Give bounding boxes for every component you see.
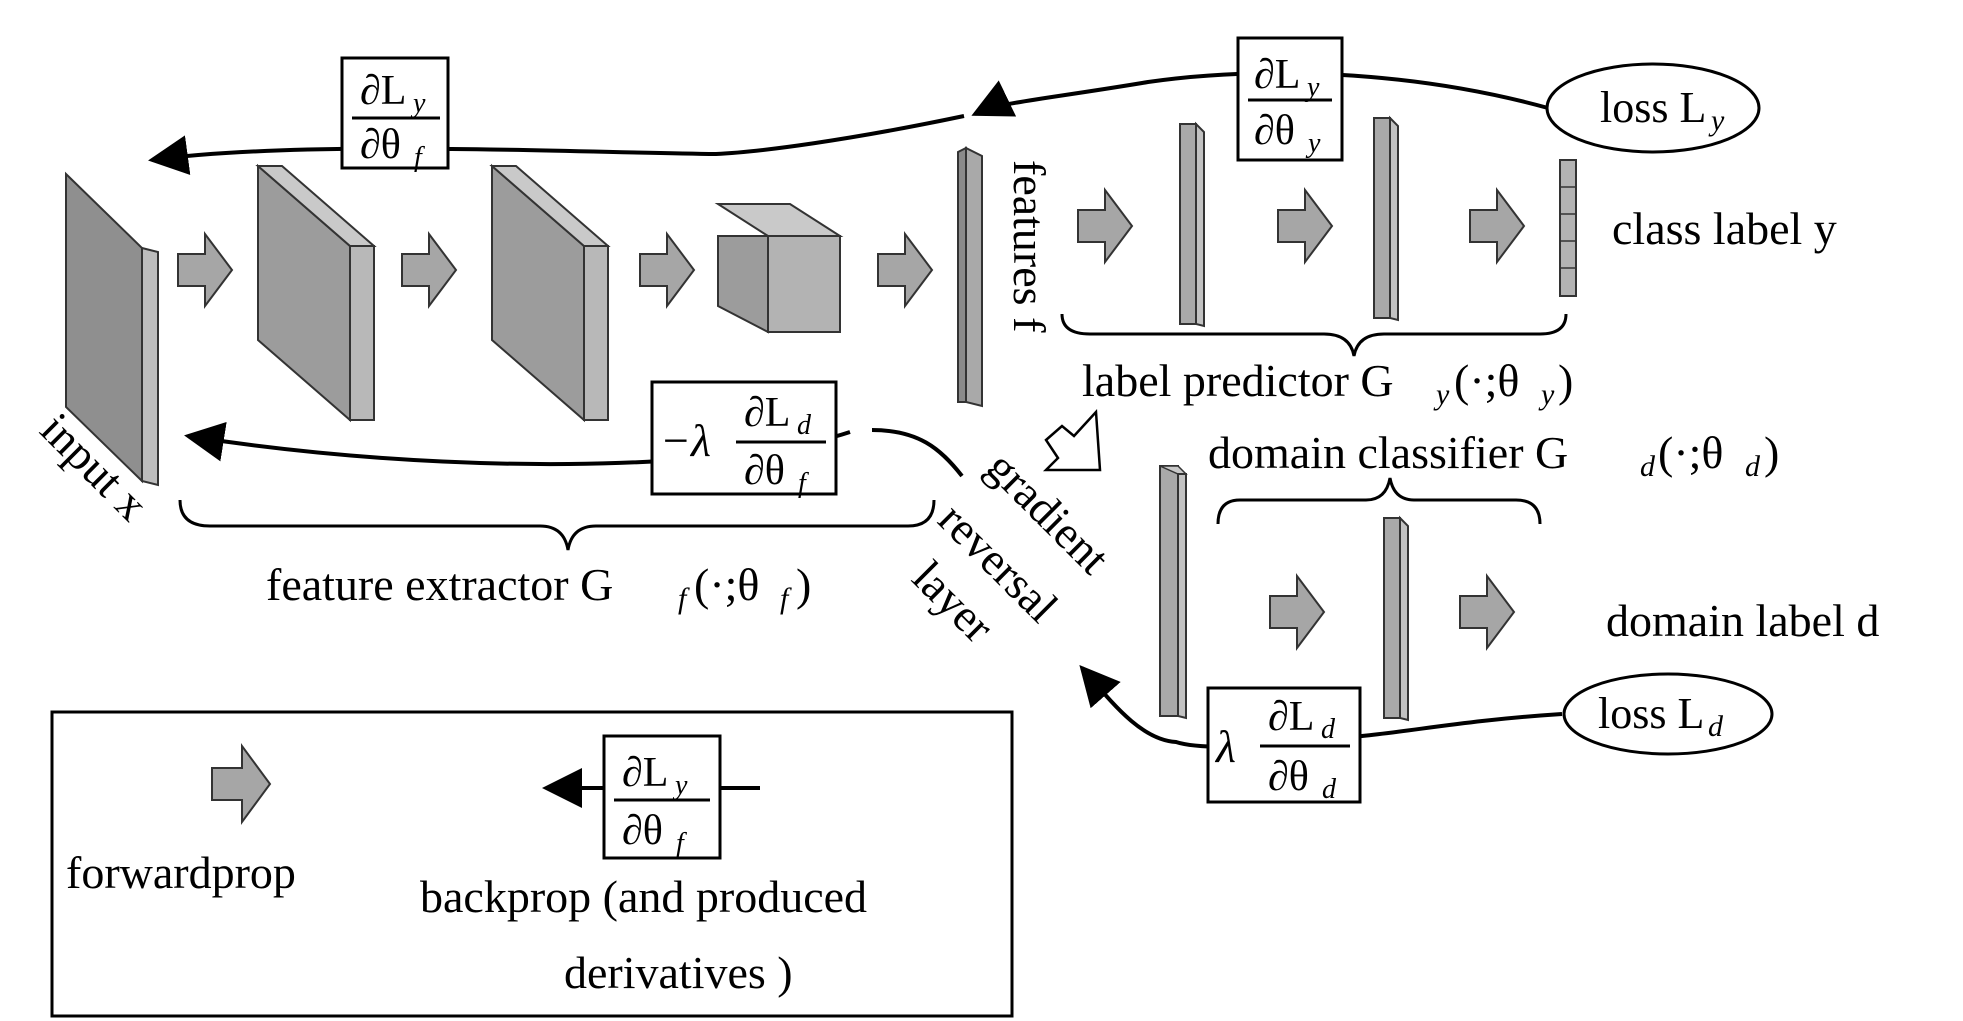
loss-y-subscript: y (1708, 104, 1725, 137)
numerator-subscript: y (410, 88, 426, 119)
domain-classifier-title: domain classifier G d (·;θ d ) (1208, 427, 1779, 483)
denominator-subscript: f (414, 142, 425, 173)
denominator-subscript: f (798, 468, 809, 499)
forward-arrow (1459, 573, 1516, 651)
derivative-box-neg-lambda-dLd-dthetaf: −λ ∂L d ∂θ f (650, 380, 838, 499)
label-predictor-args: (·;θ (1454, 355, 1519, 406)
forward-arrow (401, 231, 458, 309)
denominator-subscript: d (1322, 774, 1337, 805)
feature-extractor-title: feature extractor G f (·;θ f ) (266, 559, 811, 615)
loss-d-label: loss L (1598, 689, 1704, 738)
domain-classifier-subscript: d (1640, 450, 1656, 483)
class-output-layer (1559, 159, 1577, 297)
denominator: ∂θ (744, 448, 785, 494)
forward-arrow-to-domain (1042, 409, 1102, 472)
input-layer (65, 171, 159, 487)
domain-label-text: domain label d (1606, 595, 1879, 646)
label-predictor-close: ) (1558, 355, 1573, 406)
domain-classifier-layer-2 (1383, 515, 1409, 722)
features-label: features f (1004, 160, 1055, 333)
numerator: ∂L (622, 750, 668, 796)
numerator: ∂L (1254, 52, 1300, 98)
feature-extractor-theta-subscript: f (780, 582, 792, 615)
backprop-curve-top-left (148, 114, 965, 176)
feature-vector (957, 146, 983, 408)
denominator-subscript: y (1305, 128, 1321, 159)
loss-d-ellipse: loss L d (1562, 672, 1774, 756)
legend-backprop-line1: backprop (and produced (420, 871, 867, 922)
derivative-box-dLy-dthetay: ∂L y ∂θ y (1236, 36, 1344, 162)
class-label-text: class label y (1612, 203, 1837, 254)
numerator-subscript: y (1304, 72, 1320, 103)
numerator: ∂L (360, 68, 406, 114)
conv-block-1 (255, 163, 377, 423)
denominator-subscript: f (676, 828, 687, 859)
domain-classifier-text: domain classifier G (1208, 427, 1568, 478)
domain-classifier-theta-subscript: d (1745, 450, 1761, 483)
label-predictor-layer-2 (1373, 115, 1399, 322)
feature-extractor-subscript: f (678, 582, 690, 615)
derivative-box-dLy-dthetaf: ∂L y ∂θ f (340, 56, 450, 173)
domain-classifier-close: ) (1764, 427, 1779, 478)
numerator-subscript: d (797, 410, 812, 441)
label-predictor-theta-subscript: y (1538, 378, 1555, 411)
forward-arrow (877, 231, 934, 309)
conv-block-3 (714, 203, 844, 334)
label-predictor-title: label predictor G y (·;θ y ) (1082, 355, 1573, 411)
legend-derivative-box: ∂L y ∂θ f (602, 734, 722, 860)
brace-domain-classifier (1216, 477, 1542, 525)
legend-box: forwardprop ∂L y ∂θ f backprop (and prod… (50, 710, 1014, 1018)
label-predictor-text: label predictor G (1082, 355, 1394, 406)
forward-arrow (639, 231, 696, 309)
numerator: ∂L (744, 390, 790, 436)
denominator: ∂θ (1254, 108, 1295, 154)
feature-extractor-args: (·;θ (694, 559, 759, 610)
loss-d-subscript: d (1708, 710, 1724, 743)
legend-forward-arrow (211, 742, 272, 826)
loss-y-ellipse: loss L y (1545, 62, 1761, 154)
prefix: −λ (660, 415, 711, 466)
feature-extractor-text: feature extractor G (266, 559, 613, 610)
legend-backprop-line2: derivatives ) (564, 947, 793, 998)
derivative-box-lambda-dLd-dthetad: λ ∂L d ∂θ d (1206, 686, 1362, 805)
conv-block-2 (489, 163, 611, 423)
forward-arrow (1077, 187, 1134, 265)
brace-label-predictor (1060, 313, 1568, 357)
denominator: ∂θ (360, 122, 401, 168)
forward-arrow (177, 231, 234, 309)
prefix: λ (1214, 721, 1236, 772)
label-predictor-subscript: y (1433, 378, 1450, 411)
brace-feature-extractor (178, 499, 936, 551)
domain-classifier-layer-1 (1159, 465, 1188, 720)
gradient-reversal-layer-label: gradient reversal layer (903, 441, 1120, 652)
loss-y-label: loss L (1600, 83, 1706, 132)
label-predictor-layer-1 (1179, 121, 1205, 328)
legend-forwardprop-text: forwardprop (66, 847, 296, 898)
forward-arrow (1269, 573, 1326, 651)
numerator-subscript: y (672, 770, 688, 801)
forward-arrow (1469, 187, 1526, 265)
numerator-subscript: d (1321, 714, 1336, 745)
backprop-curve-mid-right (871, 428, 964, 478)
backprop-curve-top (971, 71, 1549, 117)
forward-arrow (1277, 187, 1334, 265)
domain-classifier-args: (·;θ (1658, 427, 1723, 478)
denominator: ∂θ (1268, 754, 1309, 800)
feature-extractor-close: ) (796, 559, 811, 610)
numerator: ∂L (1268, 694, 1314, 740)
denominator: ∂θ (622, 808, 663, 854)
